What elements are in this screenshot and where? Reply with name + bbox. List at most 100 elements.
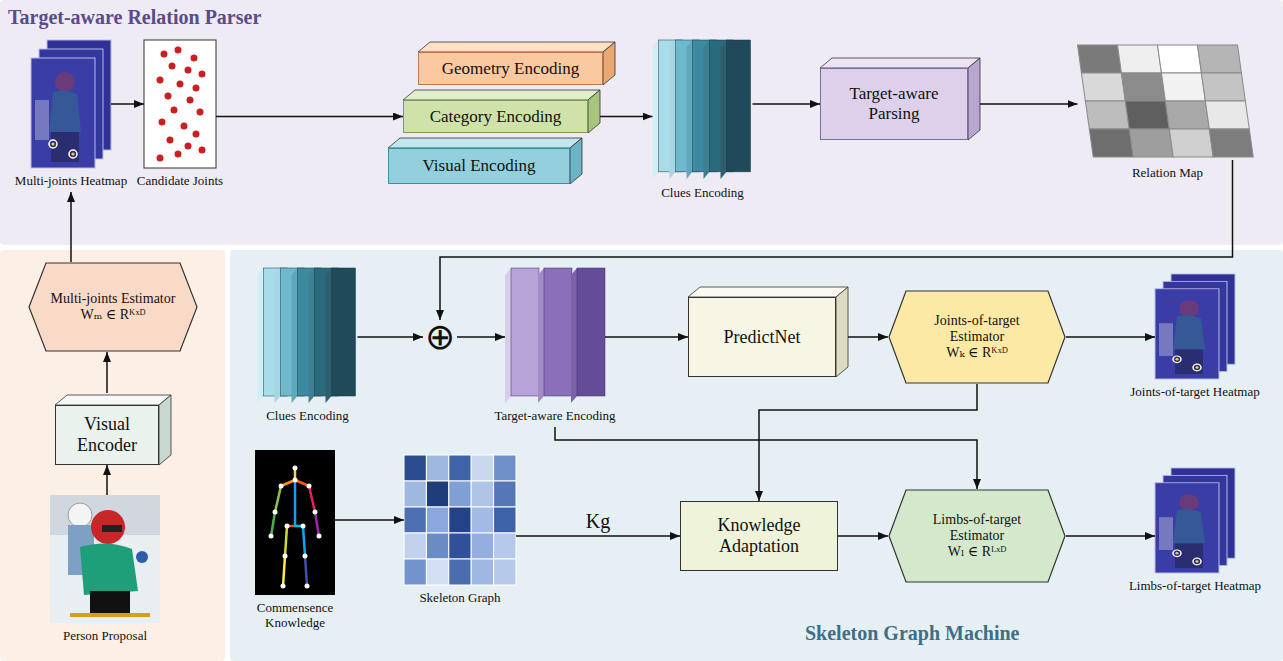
heatmap-stack bbox=[1155, 274, 1235, 379]
feature-layers bbox=[505, 268, 605, 403]
person-photo bbox=[50, 495, 160, 623]
relation-grid bbox=[1078, 45, 1254, 157]
image-caption: Joints-of-target Heatmap bbox=[1130, 385, 1259, 400]
image-caption: Limbs-of-target Heatmap bbox=[1129, 579, 1261, 594]
image-node: Multi-joints Heatmap bbox=[3, 40, 139, 192]
connector-arrow bbox=[106, 352, 108, 393]
panel-title: Target-aware Relation Parser bbox=[8, 6, 261, 29]
graph-matrix bbox=[404, 455, 516, 585]
hexagon-shape bbox=[889, 291, 1065, 383]
image-frame bbox=[1155, 468, 1235, 573]
image-node: Target-aware Encoding bbox=[485, 268, 625, 427]
box-label: Category Encoding bbox=[430, 107, 562, 127]
box-label: Target-aware Parsing bbox=[829, 84, 959, 123]
sum-sign: ⊕ bbox=[425, 319, 455, 355]
image-caption: Clues Encoding bbox=[661, 186, 744, 201]
image-caption: Relation Map bbox=[1132, 166, 1203, 181]
box-label: Knowledge Adaptation bbox=[689, 515, 829, 556]
panel-ground bbox=[230, 250, 1283, 661]
image-frame bbox=[653, 40, 753, 180]
estimator-hexagon: Joints-of-target EstimatorWₖ ∈ Rᴷˣᴰ bbox=[888, 290, 1066, 384]
image-caption: Candidate Joints bbox=[137, 174, 223, 189]
image-node: Skeleton Graph bbox=[395, 455, 525, 609]
panel-title: Skeleton Graph Machine bbox=[805, 622, 1019, 645]
image-frame bbox=[505, 268, 605, 403]
image-frame bbox=[404, 455, 516, 585]
image-frame bbox=[1078, 45, 1258, 160]
image-frame bbox=[258, 268, 358, 403]
heatmap-stack bbox=[31, 40, 111, 168]
box-label: PredictNet bbox=[724, 327, 801, 348]
image-caption: Skeleton Graph bbox=[419, 591, 500, 606]
box-label: Geometry Encoding bbox=[442, 59, 579, 79]
image-frame bbox=[31, 40, 111, 168]
panel-ground bbox=[0, 250, 225, 661]
skeleton-figure bbox=[255, 450, 335, 595]
estimator-label: Wₖ ∈ Rᴷˣᴰ bbox=[946, 345, 1008, 361]
connector-arrow bbox=[111, 103, 144, 105]
image-node: Person Proposal bbox=[35, 495, 175, 647]
image-node: Clues Encoding bbox=[645, 40, 760, 204]
edge-label: Kg bbox=[583, 510, 613, 532]
estimator-label: Wₘ ∈ Rᴷˣᴰ bbox=[81, 307, 146, 323]
heatmap-stack bbox=[1155, 468, 1235, 573]
connector-arrow bbox=[440, 160, 1233, 320]
process-box: Target-aware Parsing bbox=[820, 68, 968, 140]
connector-arrow bbox=[1066, 535, 1155, 537]
connector-arrow bbox=[600, 116, 653, 118]
process-box: Category Encoding bbox=[403, 100, 588, 133]
image-caption: Multi-joints Heatmap bbox=[15, 174, 127, 189]
image-node: Candidate Joints bbox=[130, 40, 230, 192]
process-box: Visual Encoding bbox=[388, 148, 570, 184]
box-label: Visual Encoder bbox=[64, 414, 150, 455]
process-box: Geometry Encoding bbox=[418, 52, 603, 85]
estimator-label: Limbs-of-target Estimator bbox=[910, 512, 1044, 544]
connector-arrow bbox=[605, 336, 688, 338]
connector-arrow bbox=[980, 103, 1078, 105]
image-node: Commensence Knowledge bbox=[245, 450, 345, 634]
connector-arrow bbox=[1066, 336, 1155, 338]
box-label: Visual Encoding bbox=[423, 156, 536, 176]
feature-layers bbox=[258, 268, 356, 403]
hexagon-shape bbox=[29, 263, 197, 351]
connector-arrow bbox=[753, 103, 821, 105]
image-node: Limbs-of-target Heatmap bbox=[1125, 468, 1265, 597]
image-caption: Target-aware Encoding bbox=[494, 409, 615, 424]
image-node: Relation Map bbox=[1075, 45, 1260, 184]
estimator-label: Joints-of-target Estimator bbox=[910, 313, 1044, 345]
image-node: Clues Encoding bbox=[250, 268, 365, 427]
connector-arrow bbox=[106, 465, 108, 495]
connector-arrow bbox=[848, 336, 888, 338]
image-node: Joints-of-target Heatmap bbox=[1125, 274, 1265, 403]
connector-arrow bbox=[216, 116, 403, 118]
image-frame bbox=[144, 40, 216, 168]
sum-symbol: ⊕ bbox=[423, 320, 457, 354]
connector-arrow bbox=[457, 336, 505, 338]
image-caption: Commensence Knowledge bbox=[245, 601, 345, 631]
connector-arrow bbox=[358, 336, 424, 338]
estimator-hexagon: Limbs-of-target EstimatorWₗ ∈ Rᴸˣᴰ bbox=[888, 489, 1066, 583]
connector-arrow bbox=[759, 384, 977, 501]
feature-layers bbox=[653, 40, 751, 179]
process-box: Knowledge Adaptation bbox=[680, 501, 838, 571]
image-frame bbox=[1155, 274, 1235, 379]
image-caption: Clues Encoding bbox=[266, 409, 349, 424]
process-box: Visual Encoder bbox=[55, 405, 159, 465]
connector-arrow bbox=[70, 192, 72, 262]
process-box: PredictNet bbox=[688, 297, 836, 377]
image-caption: Person Proposal bbox=[63, 629, 147, 644]
hexagon-shape bbox=[889, 490, 1065, 582]
panel-ground bbox=[0, 0, 1283, 245]
panel-band: Target-aware Relation ParserMulti-joints… bbox=[0, 0, 1283, 245]
estimator-hexagon: Multi-joints EstimatorWₘ ∈ Rᴷˣᴰ bbox=[28, 262, 198, 352]
candidate-joints-plot bbox=[144, 40, 216, 168]
connector-arrow bbox=[555, 427, 977, 489]
connector-arrow bbox=[838, 535, 888, 537]
connector-arrow bbox=[335, 519, 404, 521]
estimator-label: Wₗ ∈ Rᴸˣᴰ bbox=[948, 544, 1007, 560]
estimator-label: Multi-joints Estimator bbox=[51, 291, 176, 307]
image-frame bbox=[255, 450, 335, 595]
